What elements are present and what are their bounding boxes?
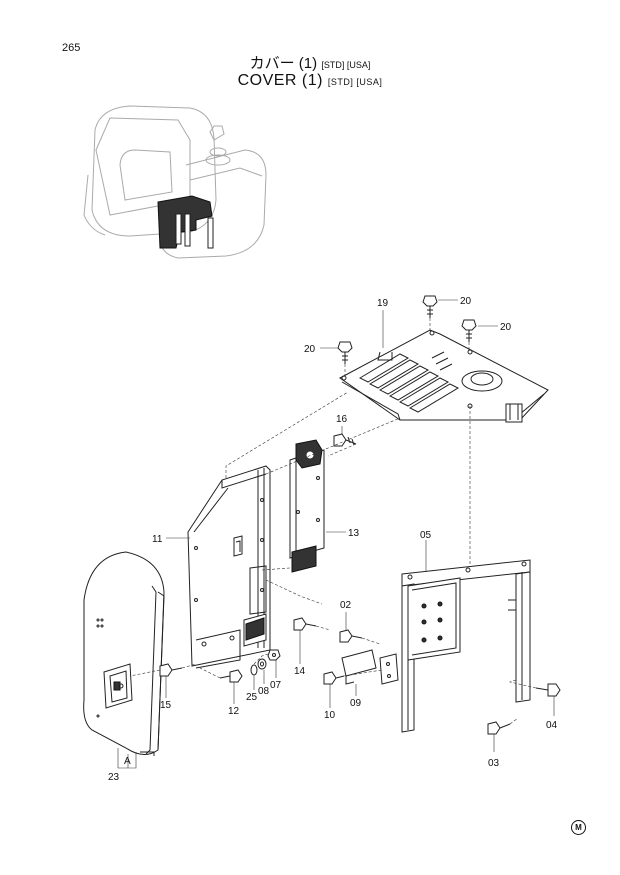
label-part-23: 23: [108, 772, 120, 783]
part-04-bolt: [535, 683, 561, 697]
part-20-bolt-c: [337, 341, 353, 364]
part-labels: 19 20 20 20 16 13 11 05 02 14 09 10 07 0…: [108, 296, 558, 783]
label-part-16: 16: [336, 414, 348, 425]
label-part-08: 08: [258, 686, 270, 697]
label-part-05: 05: [420, 530, 432, 541]
label-part-12: 12: [228, 706, 240, 717]
label-part-15: 15: [160, 700, 172, 711]
title-tags-en: [STD] [USA]: [327, 77, 383, 87]
part-09-bracket: [341, 649, 399, 685]
label-part-25: 25: [246, 692, 258, 703]
part-11-side-panel: [187, 465, 271, 669]
label-part-20-b: 20: [500, 322, 512, 333]
title-english-text: COVER (1): [237, 72, 323, 89]
part-05-frame: [401, 559, 531, 733]
part-16-bolt: [333, 433, 357, 447]
label-part-04: 04: [546, 720, 558, 731]
part-15-bolt: [159, 663, 183, 677]
part-20-bolt-b: [461, 319, 477, 342]
part-25-washer: [250, 664, 258, 676]
manufacturer-mark-icon: M: [571, 820, 586, 835]
part-13-bracket: [289, 439, 325, 573]
label-part-07: 07: [270, 680, 282, 691]
part-12-bolt: [219, 669, 243, 683]
label-part-10: 10: [324, 710, 336, 721]
label-part-a: A: [124, 756, 131, 767]
page-number: 265: [62, 42, 81, 54]
title-japanese: カバー (1) [STD] [USA]: [0, 52, 620, 73]
title-english: COVER (1) [STD] [USA]: [0, 72, 620, 90]
label-part-19: 19: [377, 298, 389, 309]
label-part-11: 11: [152, 534, 163, 545]
part-14-bolt: [293, 617, 317, 631]
label-part-09: 09: [350, 698, 362, 709]
part-19-louver-slots: [358, 353, 460, 413]
part-08-washer: [257, 658, 267, 670]
part-19-top-cover: [339, 329, 549, 423]
title-japanese-text: カバー (1): [249, 55, 318, 72]
label-part-20-c: 20: [304, 344, 316, 355]
part-03-bolt: [487, 721, 511, 735]
label-part-03: 03: [488, 758, 500, 769]
machine-overview-sketch: [83, 105, 267, 259]
label-part-02: 02: [340, 600, 352, 611]
part-02-bolt: [339, 629, 363, 643]
label-part-13: 13: [348, 528, 360, 539]
part-23-side-door: [83, 551, 165, 756]
label-part-20-a: 20: [460, 296, 472, 307]
title-tags: [STD] [USA]: [321, 60, 371, 70]
assembly-lines: [129, 391, 537, 725]
label-part-14: 14: [294, 666, 306, 677]
part-20-bolt-a: [422, 295, 438, 318]
part-10-bolt: [323, 671, 345, 685]
leader-lines: [165, 299, 555, 752]
part-07-nut: [267, 649, 281, 661]
